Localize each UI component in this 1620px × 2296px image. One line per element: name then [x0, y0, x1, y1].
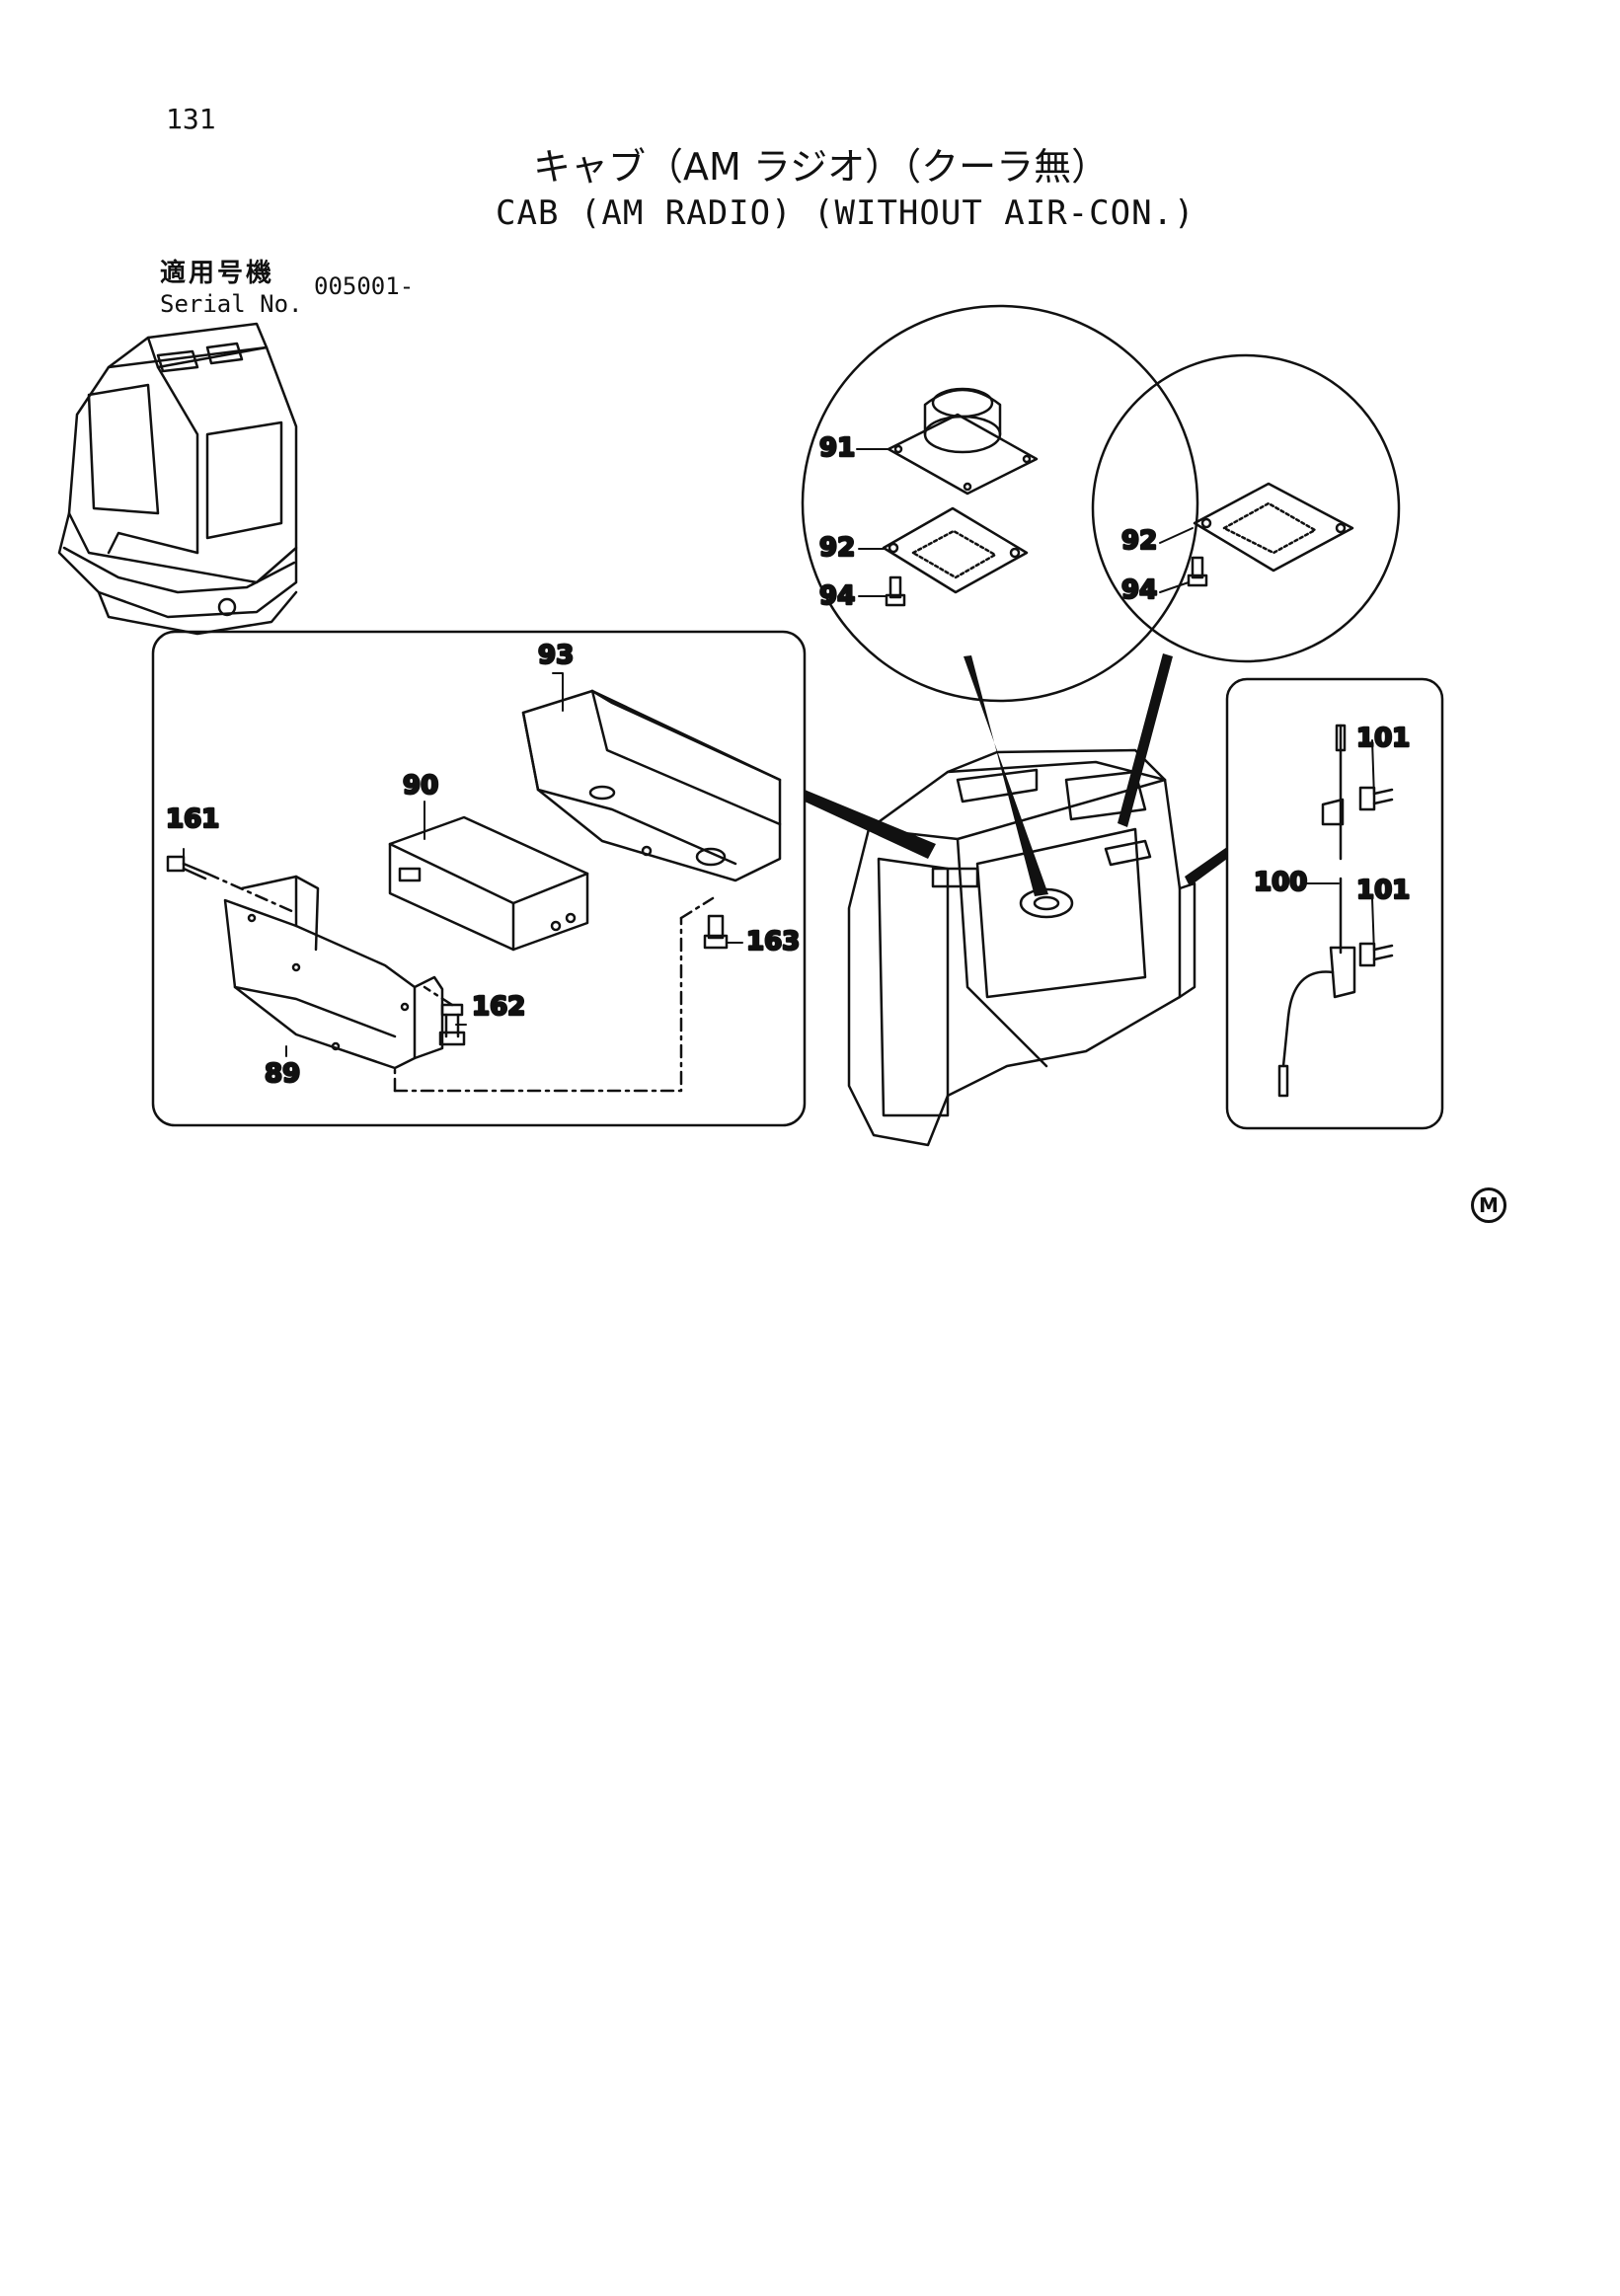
part-163-screw-illustration [703, 914, 729, 950]
serial-label-japanese: 適用号機 [160, 259, 275, 288]
part-90-radio-unit-illustration [388, 815, 589, 952]
serial-label-english: Serial No. [160, 290, 303, 318]
callout-93: 93 [538, 641, 574, 670]
part-89-bracket-illustration [223, 875, 444, 1070]
assembly-guide-lines [205, 872, 715, 1093]
callout-92-right: 92 [1121, 526, 1157, 556]
part-101-screw-illustration-top [1358, 786, 1394, 811]
overview-cab-illustration [57, 322, 298, 636]
callout-101-top: 101 [1356, 724, 1410, 753]
page-title-japanese: キャブ（AM ラジオ）（クーラ無） [533, 145, 1110, 189]
part-94-screw-illustration-right [1187, 556, 1208, 587]
part-91-speaker-illustration [887, 387, 1039, 496]
callout-92-left: 92 [819, 533, 855, 563]
part-93-cover-illustration [521, 689, 782, 882]
part-94-screw-illustration-left [885, 575, 906, 607]
page-number: 131 [166, 103, 216, 135]
part-92-grille-illustration-left [882, 506, 1029, 594]
serial-number-range: 005001- [314, 272, 415, 300]
detail-panel-antenna [1225, 677, 1444, 1130]
callout-94-right: 94 [1121, 575, 1157, 605]
callout-leader-lines [183, 448, 1375, 1057]
page-title-english: CAB (AM RADIO) (WITHOUT AIR-CON.) [496, 193, 1196, 233]
callout-91: 91 [819, 433, 855, 463]
part-161-screw-illustration [166, 855, 209, 880]
callout-162: 162 [472, 992, 525, 1022]
detail-circle-speaker [801, 304, 1199, 703]
main-cab-illustration [847, 748, 1196, 1147]
part-101-screw-illustration-bottom [1358, 942, 1394, 967]
callout-163: 163 [746, 927, 800, 957]
detail-circle-grille [1091, 353, 1401, 663]
part-100-antenna-illustration [1277, 724, 1356, 1098]
callout-90: 90 [403, 771, 438, 801]
callout-101-bottom: 101 [1356, 876, 1410, 905]
detail-panel-radio [151, 630, 807, 1127]
part-92-grille-illustration-right [1193, 482, 1354, 573]
detail-leader-wedges [805, 653, 1227, 896]
callout-89: 89 [265, 1059, 300, 1089]
callout-94-left: 94 [819, 581, 855, 611]
callout-100: 100 [1254, 868, 1307, 897]
manual-mark-symbol: M [1471, 1187, 1506, 1223]
callout-161: 161 [166, 804, 219, 834]
